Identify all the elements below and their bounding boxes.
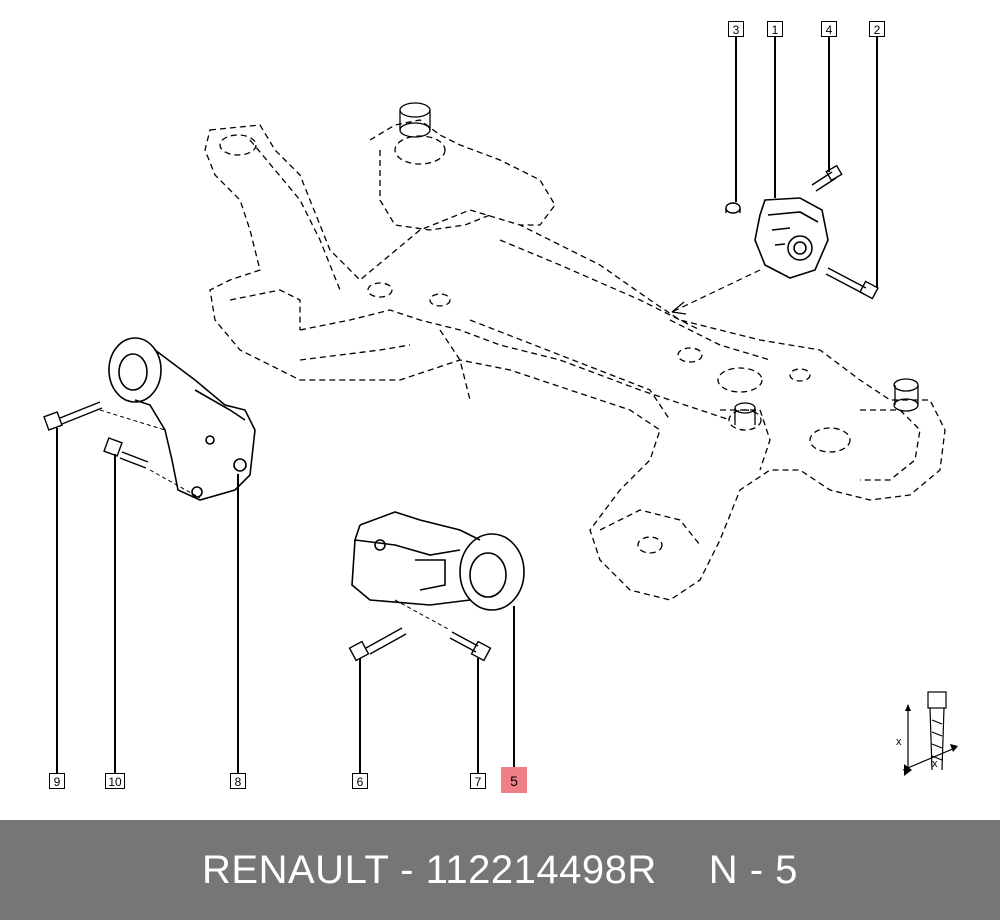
front-subframe <box>204 119 946 601</box>
leader-lines <box>56 36 878 773</box>
callout-7: 7 <box>470 773 486 789</box>
part-10-bolt <box>103 437 149 469</box>
part-6-bolt <box>348 627 407 662</box>
callout-4: 4 <box>821 21 837 37</box>
part-7-bolt <box>449 631 492 662</box>
callout-3: 3 <box>728 21 744 37</box>
exploded-parts-diagram: 3 1 4 2 9 10 8 6 7 5 x x <box>43 21 958 793</box>
footer-brand: RENAULT <box>202 847 389 892</box>
footer-separator: - <box>388 847 426 892</box>
callout-5-highlighted: 5 <box>501 767 527 793</box>
part-5-torque-rod <box>351 511 525 611</box>
part-3-nut <box>725 202 741 214</box>
callout-10: 10 <box>105 773 125 789</box>
footer-banner: RENAULT - 112214498R N - 5 <box>0 820 1000 920</box>
mount-arrow <box>671 269 761 313</box>
part-2-bolt <box>825 267 879 300</box>
part-8-torque-bracket <box>108 337 256 501</box>
callout-6: 6 <box>352 773 368 789</box>
part-1-engine-mount <box>754 197 829 279</box>
part-9-bolt <box>43 401 103 431</box>
diagram-drawing <box>43 36 958 776</box>
footer-caption: RENAULT - 112214498R N - 5 <box>202 848 798 893</box>
dimension-label-x-diagonal: x <box>932 758 938 770</box>
callout-1: 1 <box>767 21 783 37</box>
subframe-studs <box>399 102 919 425</box>
callout-2: 2 <box>869 21 885 37</box>
callout-9: 9 <box>49 773 65 789</box>
footer-diagram-code: N - 5 <box>708 847 798 892</box>
bolt-dimension-icon <box>902 691 956 771</box>
part-4-bolt <box>811 164 843 192</box>
footer-part-number: 112214498R <box>425 847 657 892</box>
dimension-label-x-vertical: x <box>896 736 902 748</box>
callout-8: 8 <box>230 773 246 789</box>
